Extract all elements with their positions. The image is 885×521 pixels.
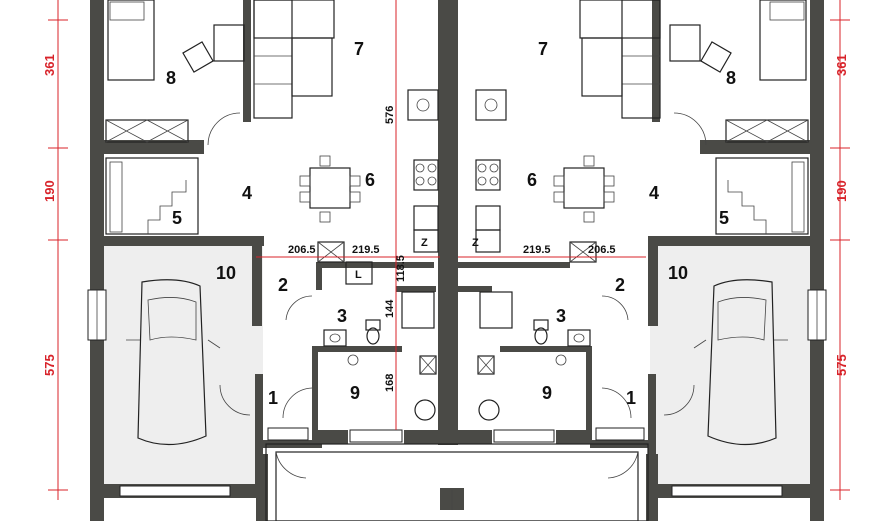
dim-361-right: 361 [834,54,849,76]
room-7-left: 7 [354,39,364,59]
room-7-right: 7 [538,39,548,59]
furniture-left [105,0,439,479]
room-8-right: 8 [726,68,736,88]
room-5-left: 5 [172,208,182,228]
room-10-right: 10 [668,263,688,283]
dim-190-right: 190 [834,180,849,202]
fridge-z-left: Z [421,237,428,249]
dimension-lines-red [48,0,850,500]
garage-floor-left [103,240,263,490]
fridge-z-right: Z [472,237,479,249]
room-4-left: 4 [242,183,252,203]
dim-168: 168 [384,374,396,392]
dim-190-left: 190 [42,180,57,202]
room-9-left: 9 [350,383,360,403]
dim-118-5: 118.5 [395,255,407,282]
room-4-right: 4 [649,183,659,203]
room-5-right: 5 [719,208,729,228]
room-10-left: 10 [216,263,236,283]
furniture-right [475,0,809,479]
dim-206-5-right: 206.5 [588,244,616,256]
room-2-left: 2 [278,275,288,295]
fixture-labels: Z Z L [355,237,479,281]
dimension-text-black: 576 206.5 219.5 219.5 206.5 118.5 144 16… [288,106,616,392]
dim-219-5-right: 219.5 [523,244,551,256]
room-9-right: 9 [542,383,552,403]
room-3-right: 3 [556,306,566,326]
dim-575-left: 575 [42,354,57,376]
room-1-right: 1 [626,388,636,408]
dim-361-left: 361 [42,54,57,76]
room-labels: 8 7 6 4 5 10 2 3 9 1 8 7 6 4 5 10 2 3 9 … [166,39,736,408]
cabinet-l: L [355,269,362,281]
windows [87,289,827,497]
dim-219-5-left: 219.5 [352,244,380,256]
room-2-right: 2 [615,275,625,295]
room-8-left: 8 [166,68,176,88]
entrance-outline [265,443,649,521]
dim-144: 144 [384,299,396,318]
room-6-left: 6 [365,170,375,190]
walls-left [90,0,452,521]
dimension-text-red: 361 190 575 361 190 575 [42,54,849,376]
room-6-right: 6 [527,170,537,190]
dim-576: 576 [384,106,396,124]
dim-206-5-left: 206.5 [288,244,316,256]
room-1-left: 1 [268,388,278,408]
dim-575-right: 575 [834,354,849,376]
room-3-left: 3 [337,306,347,326]
